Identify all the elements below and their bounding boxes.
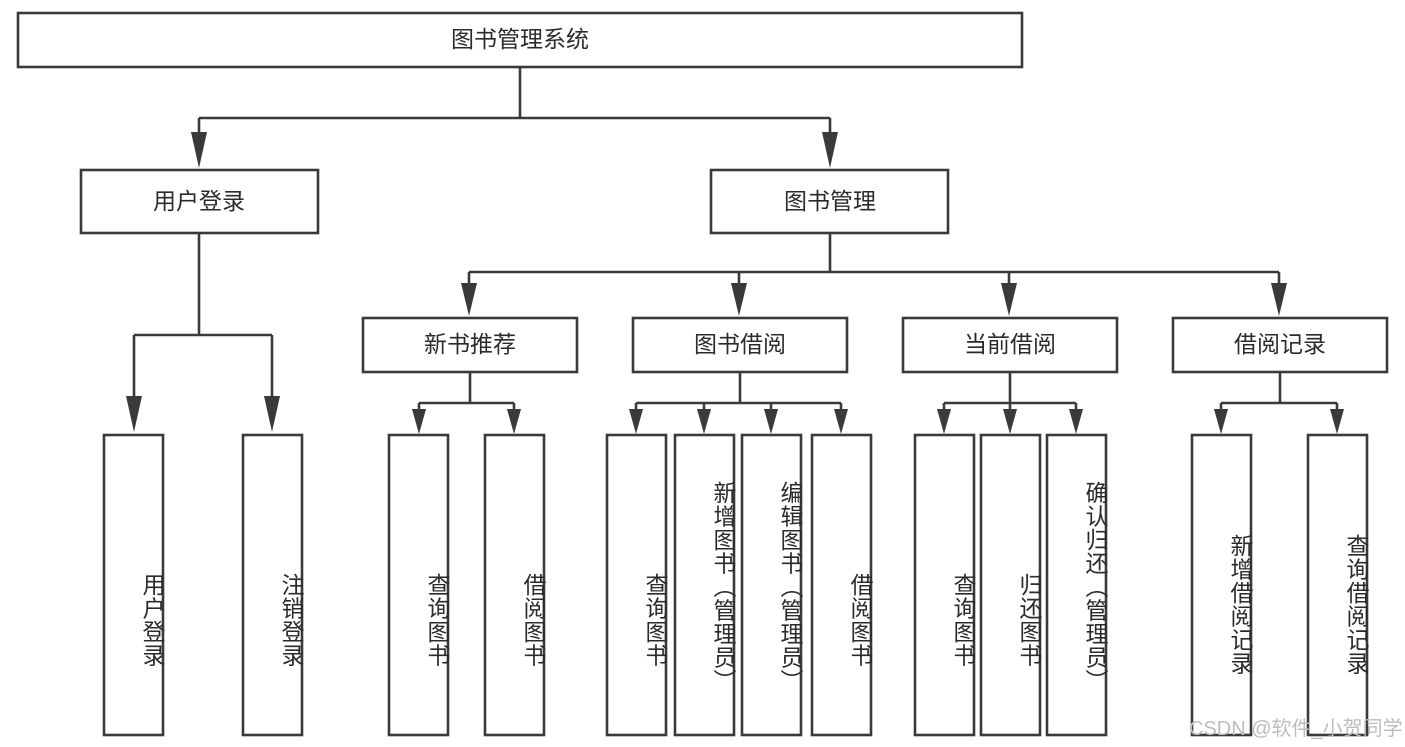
arrow-head-icon [412,409,426,434]
leaf-label-query-book-current: 查询图书 [950,573,976,667]
node-current-borrow-label: 当前借阅 [964,331,1056,357]
arrow-head-icon [1330,409,1344,434]
arrow-head-icon [834,409,848,434]
leaf-box-query-book-current[interactable] [913,433,976,737]
arrow-head-icon [1271,283,1287,316]
leaf-box-query-book-borrow[interactable] [605,433,668,737]
arrow-head-icon [697,409,711,434]
leaf-box-query-borrow-record[interactable] [1306,433,1369,737]
leaf-label-add-borrow-record: 新增借阅记录 [1227,533,1253,675]
arrow-head-icon [461,283,477,316]
leaf-box-borrow-book-recommend[interactable] [483,433,546,737]
node-book-management-label: 图书管理 [784,188,876,214]
connector-book-management-to-level3 [461,233,1287,316]
arrow-head-icon [1003,409,1017,434]
node-new-book-recommend-rect[interactable] [361,316,579,374]
node-root-rect[interactable] [16,11,1024,69]
node-current-borrow[interactable]: 当前借阅 [901,316,1119,374]
leaf-label-add-book-admin: 新增图书（管理员） [710,481,736,693]
leaf-box-add-book-admin[interactable] [673,433,736,737]
leaf-label-logout-login: 注销登录 [278,573,304,667]
node-root-label: 图书管理系统 [451,26,589,52]
leaf-box-add-borrow-record[interactable] [1190,433,1253,737]
leaf-label-edit-book-admin: 编辑图书（管理员） [777,481,803,693]
leaf-box-return-book[interactable] [979,433,1042,737]
node-user-login-label: 用户登录 [153,188,245,214]
arrow-head-icon [629,409,643,434]
leaf-label-return-book: 归还图书 [1016,573,1042,667]
node-user-login[interactable]: 用户登录 [79,168,320,235]
leaf-box-edit-book-admin[interactable] [740,433,803,737]
arrow-head-icon [937,409,951,434]
node-borrow-record-label: 借阅记录 [1234,331,1326,357]
node-new-book-recommend-label: 新书推荐 [424,331,516,357]
node-book-borrow-rect[interactable] [631,316,849,374]
connector-user-login-to-leaves [126,233,280,432]
arrow-head-icon [1001,283,1017,316]
connector-current-borrow-to-leaves [937,372,1083,434]
leaf-label-query-book-borrow: 查询图书 [642,573,668,667]
arrow-head-icon [507,409,521,434]
arrow-head-icon [822,132,838,168]
connector-borrow-record-to-leaves [1214,372,1344,434]
leaf-box-logout-login[interactable] [241,433,304,737]
leaf-label-borrow-book-recommend: 借阅图书 [520,573,546,667]
node-new-book-recommend[interactable]: 新书推荐 [361,316,579,374]
arrow-head-icon [1069,409,1083,434]
arrow-head-icon [1214,409,1228,434]
node-root-book-management-system[interactable]: 图书管理系统 [16,11,1024,69]
leaf-label-user-login: 用户登录 [139,573,165,667]
leaf-label-confirm-return-admin: 确认归还（管理员） [1082,481,1108,693]
leaf-label-query-borrow-record: 查询借阅记录 [1343,533,1369,675]
arrow-head-icon [126,396,142,432]
node-book-borrow-label: 图书借阅 [694,331,786,357]
arrow-head-icon [191,132,207,168]
arrow-head-icon [264,396,280,432]
connector-root-to-level2 [191,67,838,168]
leaf-box-confirm-return-admin[interactable] [1045,433,1108,737]
leaf-box-query-book-recommend[interactable] [387,433,450,737]
arrow-head-icon [764,409,778,434]
leaf-label-query-book-recommend: 查询图书 [424,573,450,667]
node-borrow-record[interactable]: 借阅记录 [1171,316,1389,374]
connector-book-borrow-to-leaves [629,372,848,434]
node-book-borrow[interactable]: 图书借阅 [631,316,849,374]
node-current-borrow-rect[interactable] [901,316,1119,374]
arrow-head-icon [731,283,747,316]
connector-new-book-recommend-to-leaves [412,372,521,434]
leaf-label-borrow-book: 借阅图书 [847,573,873,667]
node-book-management[interactable]: 图书管理 [709,168,950,235]
leaf-box-borrow-book[interactable] [810,433,873,737]
leaf-box-user-login[interactable] [102,433,165,737]
